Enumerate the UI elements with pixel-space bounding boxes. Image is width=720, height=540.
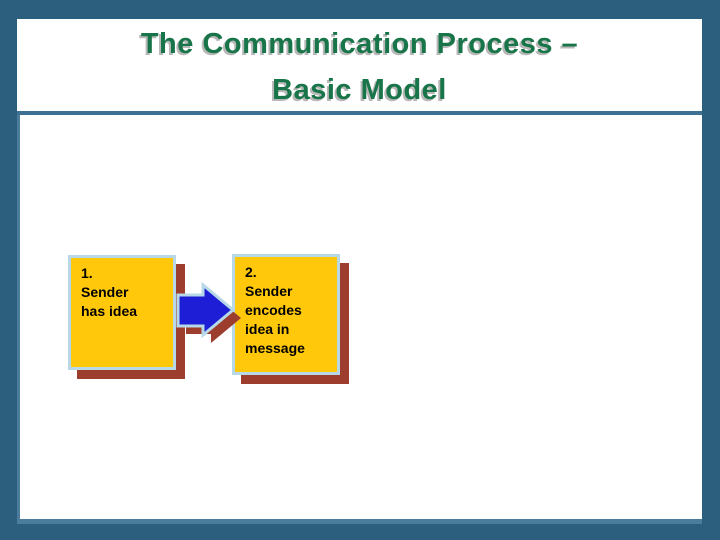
title-divider: [17, 111, 702, 115]
flow-box-sender-has-idea: 1. Sender has idea: [68, 255, 176, 370]
flow-arrow-icon: [176, 281, 241, 343]
flow-arrow-shape: [176, 281, 236, 339]
slide-title: The Communication Process – Basic Model: [140, 28, 579, 106]
content-bottom-border-line: [17, 519, 702, 524]
content-left-border-line: [17, 115, 20, 519]
flow-box-sender-encodes: 2. Sender encodes idea in message: [232, 254, 340, 375]
